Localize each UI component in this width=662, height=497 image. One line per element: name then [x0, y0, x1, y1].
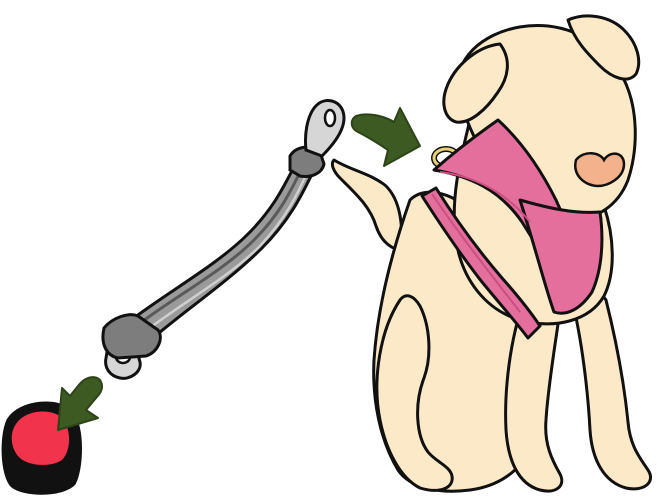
dog-front-leg-right: [572, 291, 651, 489]
arrow-down-left-icon: [58, 377, 102, 430]
arrow-right-icon: [352, 108, 420, 166]
dog-tail: [332, 160, 401, 250]
seatbelt-tether: [103, 100, 344, 378]
